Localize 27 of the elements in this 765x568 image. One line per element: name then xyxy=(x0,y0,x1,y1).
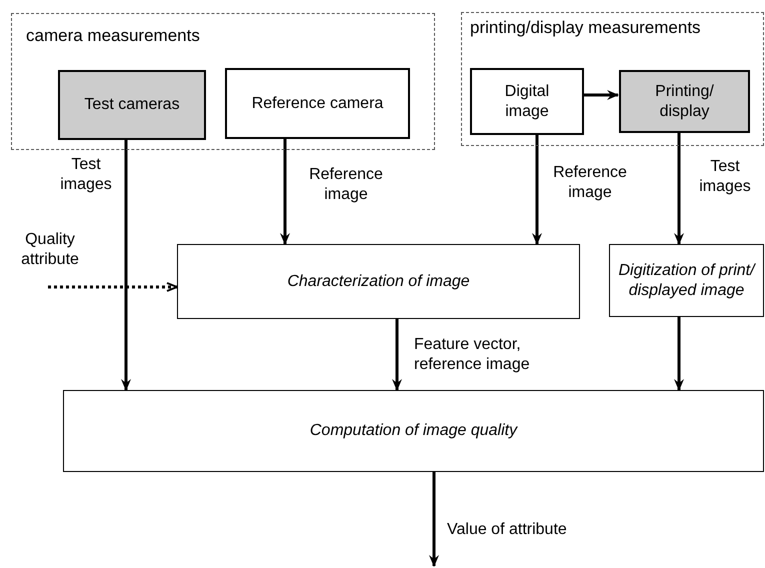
box-text: Printing/ display xyxy=(654,82,715,122)
arrow xyxy=(532,134,542,245)
process-box xyxy=(177,244,580,319)
process-box xyxy=(609,244,764,317)
box-text: Test cameras xyxy=(83,95,181,115)
group-title: camera measurements xyxy=(26,26,200,46)
process-box xyxy=(63,390,764,472)
box-text: Digital image xyxy=(504,82,550,122)
process-box xyxy=(225,68,410,139)
group-title: printing/display measurements xyxy=(470,18,701,38)
arrow xyxy=(674,132,684,245)
arrow xyxy=(392,319,402,391)
group-panel xyxy=(11,13,435,150)
process-box xyxy=(58,70,206,140)
process-box xyxy=(619,70,750,133)
group-panel xyxy=(461,12,764,146)
arrow xyxy=(429,472,439,567)
arrow xyxy=(583,90,619,100)
arrow xyxy=(674,317,684,391)
box-text: Characterization of image xyxy=(286,272,471,292)
process-box xyxy=(470,68,584,135)
arrow xyxy=(280,138,290,245)
box-text: Computation of image quality xyxy=(308,421,519,441)
arrow xyxy=(48,282,178,292)
arrow xyxy=(121,139,131,391)
box-text: Digitization of print/ displayed image xyxy=(617,260,757,300)
box-text: Reference camera xyxy=(250,94,384,114)
